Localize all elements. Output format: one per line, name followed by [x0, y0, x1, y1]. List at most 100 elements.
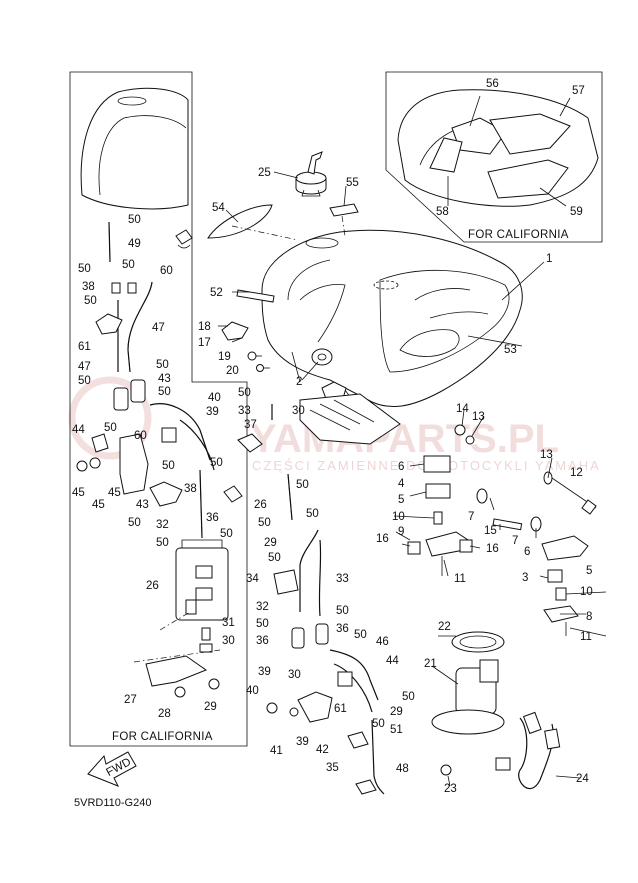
callout-55: 56 [486, 78, 499, 90]
callout-10: 10 [580, 586, 593, 598]
callout-60: 61 [334, 703, 347, 715]
callout-6: 6 [524, 546, 530, 558]
callout-50: 50 [372, 718, 385, 730]
callout-47: 48 [396, 763, 409, 775]
callout-45: 45 [92, 499, 105, 511]
callout-50: 50 [128, 214, 141, 226]
callout-60: 60 [134, 430, 147, 442]
callout-50: 50 [256, 618, 269, 630]
callout-17: 17 [198, 337, 211, 349]
callout-7: 7 [468, 511, 474, 523]
callout-34: 34 [246, 573, 259, 585]
callout-10: 10 [392, 511, 405, 523]
callout-45: 46 [376, 636, 389, 648]
callout-36: 36 [256, 635, 269, 647]
callout-50: 50 [156, 537, 169, 549]
callout-14: 14 [456, 403, 469, 415]
callout-51: 52 [210, 287, 223, 299]
callout-50: 50 [78, 375, 91, 387]
callout-35: 35 [326, 762, 339, 774]
callout-38: 38 [82, 281, 95, 293]
callout-47: 47 [152, 322, 165, 334]
callout-43: 43 [136, 499, 149, 511]
callout-44: 45 [108, 487, 121, 499]
callout-23: 23 [444, 783, 457, 795]
mounting-parts [407, 424, 597, 636]
callout-29: 29 [390, 706, 403, 718]
callout-19: 19 [218, 351, 231, 363]
callout-22: 22 [438, 621, 451, 633]
callout-36: 36 [206, 512, 219, 524]
left-box-parts [76, 87, 229, 698]
fwd-arrow-icon: FWD [87, 751, 137, 787]
callout-21: 21 [424, 658, 437, 670]
callout-30: 30 [222, 635, 235, 647]
callout-44: 44 [72, 424, 85, 436]
diagram-code: 5VRD110-G240 [74, 797, 151, 809]
callout-4: 4 [398, 478, 405, 490]
center-hoses [223, 381, 401, 795]
callout-labels: 1 2 3 4 5 5 6 6 7 7 8 9 10 10 11 11 12 1… [72, 78, 593, 795]
callout-32: 32 [256, 601, 269, 613]
callout-7: 7 [512, 535, 518, 547]
california-box-right [385, 71, 603, 243]
callout-30: 30 [288, 669, 301, 681]
callout-33: 33 [238, 405, 251, 417]
callout-41: 42 [316, 744, 329, 756]
callout-29: 29 [204, 701, 217, 713]
callout-18: 18 [198, 321, 211, 333]
watermark: YAMAPARTS.PL CZĘŚCI ZAMIENNE DO MOTOCYKL… [68, 376, 599, 473]
callout-40: 40 [246, 685, 259, 697]
callout-39: 39 [206, 406, 219, 418]
callout-20: 20 [226, 365, 239, 377]
watermark-text: YAMAPARTS.PL [250, 417, 559, 461]
callout-50: 50 [122, 259, 135, 271]
callout-50: 50 [402, 691, 415, 703]
leader-lines [218, 95, 607, 787]
callout-16: 16 [486, 543, 499, 555]
callout-26: 26 [254, 499, 267, 511]
callout-8: 8 [586, 611, 592, 623]
callout-50: 50 [162, 460, 175, 472]
callout-50: 50 [238, 387, 251, 399]
callout-50: 50 [336, 605, 349, 617]
callout-50: 50 [210, 457, 223, 469]
callout-45: 45 [72, 487, 85, 499]
callout-5: 5 [586, 565, 592, 577]
callout-50: 50 [78, 263, 91, 275]
callout-31: 31 [222, 617, 235, 629]
callout-50: 50 [258, 517, 271, 529]
callout-30: 30 [292, 405, 305, 417]
callout-13: 13 [472, 411, 485, 423]
callout-58: 59 [570, 206, 583, 218]
callout-25: 25 [258, 167, 271, 179]
callout-37: 37 [244, 419, 257, 431]
callout-57: 58 [436, 206, 449, 218]
callout-49: 50 [128, 517, 141, 529]
callout-50: 50 [354, 629, 367, 641]
callout-56: 57 [572, 85, 585, 97]
callout-50: 50 [156, 359, 169, 371]
callout-12: 12 [570, 467, 583, 479]
callout-40: 41 [270, 745, 283, 757]
callout-26: 26 [146, 580, 159, 592]
callout-6: 6 [398, 461, 404, 473]
callout-50: 50 [104, 422, 117, 434]
callout-39: 39 [258, 666, 271, 678]
callout-48: 49 [128, 238, 141, 250]
callout-50: 50 [84, 295, 97, 307]
callout-52: 53 [504, 344, 517, 356]
callout-24: 24 [576, 773, 589, 785]
callout-50: 51 [390, 724, 403, 736]
callout-36: 36 [336, 623, 349, 635]
callout-38: 38 [184, 483, 197, 495]
callout-29: 29 [264, 537, 277, 549]
callout-50: 50 [220, 528, 233, 540]
callout-9: 9 [398, 526, 404, 538]
callout-59: 60 [160, 265, 173, 277]
california-caption-left: FOR CALIFORNIA [112, 731, 213, 743]
callout-54: 55 [346, 177, 359, 189]
callout-50: 50 [306, 508, 319, 520]
callout-53: 54 [212, 202, 225, 214]
callout-39: 39 [296, 736, 309, 748]
